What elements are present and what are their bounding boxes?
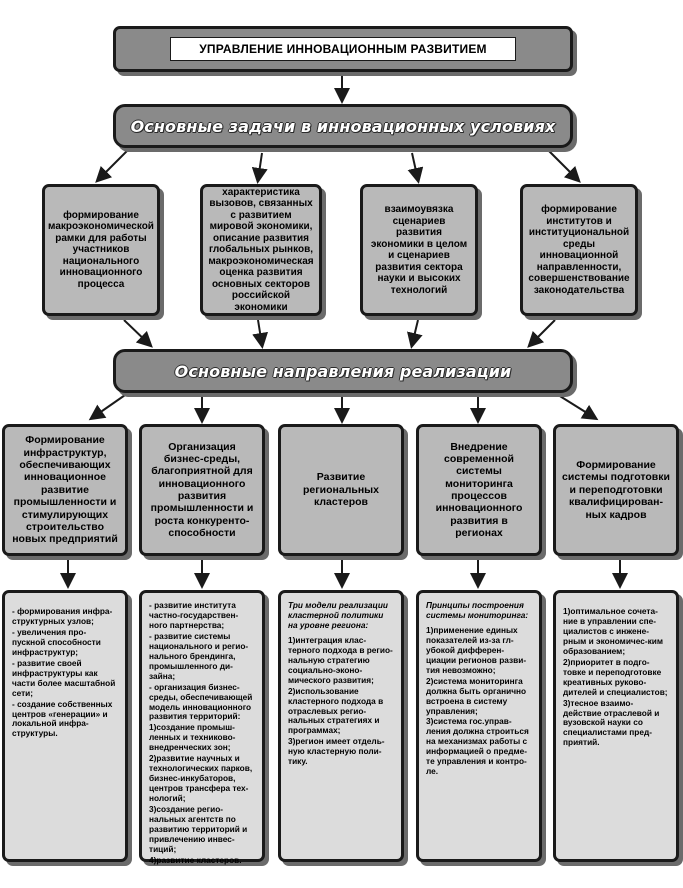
- detail-1-line: - развитие своей инфраструктуры как част…: [12, 657, 116, 698]
- detail-2-line: 3)создание регио-нальных агентств по раз…: [149, 804, 248, 854]
- task-box-3: взаимоувязка сценариев развития экономик…: [360, 184, 478, 316]
- detail-box-5: 1)оптимальное сочета-ние в управлении сп…: [553, 590, 679, 862]
- detail-3-line: 2)использование кластерного подхода в от…: [288, 685, 384, 736]
- detail-1-line: - формирования инфра-структурных узлов;: [12, 606, 113, 626]
- detail-2-line: 4)развитие кластеров.: [149, 854, 242, 865]
- direction-box-3: Развитие региональных кластеров: [278, 424, 404, 556]
- detail-2-line: 2)развитие научных и технологических пар…: [149, 753, 253, 804]
- arrow-banner-to-task-3: [407, 152, 424, 184]
- direction-box-5: Формирование системы подготовки и перепо…: [553, 424, 679, 556]
- task-box-1: формирование макроэкономической рамки дл…: [42, 184, 160, 316]
- task-text-3: взаимоувязка сценариев развития экономик…: [370, 204, 468, 296]
- task-box-2: характеристика вызовов, связанных с разв…: [200, 184, 322, 316]
- detail-2-line: - развитие системы национального и регио…: [149, 630, 249, 681]
- title-box: УПРАВЛЕНИЕ ИННОВАЦИОННЫМ РАЗВИТИЕМ: [113, 26, 573, 72]
- direction-box-2: Организация бизнес-среды, благоприятной …: [139, 424, 265, 556]
- directions-banner: Основные направления реализации: [113, 349, 573, 393]
- detail-3-heading: Три модели реализации кластерной политик…: [288, 600, 388, 630]
- page-title: УПРАВЛЕНИЕ ИННОВАЦИОННЫМ РАЗВИТИЕМ: [170, 37, 516, 61]
- task-text-1: формирование макроэкономической рамки дл…: [48, 209, 154, 290]
- detail-4-heading: Принципы построения системы мониторинга:: [426, 600, 529, 620]
- detail-3-line: 1)интеграция клас-терного подхода в реги…: [288, 634, 393, 685]
- detail-2-line: - организация бизнес-среды, обеспечивающ…: [149, 681, 253, 722]
- detail-box-1: - формирования инфра-структурных узлов; …: [2, 590, 128, 862]
- detail-5-line: 2)приоритет в подго-товке и переподготов…: [563, 656, 668, 697]
- arrow-banner-to-task-2: [251, 152, 268, 184]
- arrow-task-3-to-dir: [407, 319, 423, 349]
- detail-4-line: 2)система мониторинга должна быть органи…: [426, 675, 527, 716]
- detail-1-line: - создание собственных центров «генераци…: [12, 698, 113, 739]
- direction-text-5: Формирование системы подготовки и перепо…: [562, 459, 670, 521]
- detail-box-3: Три модели реализации кластерной политик…: [278, 590, 404, 862]
- arrow-banner-to-task-4: [547, 149, 581, 183]
- directions-banner-text: Основные направления реализации: [174, 361, 512, 381]
- detail-2-line: 1)создание промыш-ленных и техниково-вне…: [149, 722, 236, 753]
- tasks-banner: Основные задачи в инновационных условиях: [113, 104, 573, 148]
- arrow-dir-to-col-1: [88, 392, 129, 421]
- direction-text-4: Внедрение современной системы мониторинг…: [435, 440, 523, 540]
- arrow-task-4-to-dir: [527, 319, 556, 348]
- direction-box-1: Формирование инфраструктур, обеспечивающ…: [2, 424, 128, 556]
- detail-1-line: - увеличения про-пускной способности инф…: [12, 626, 101, 657]
- arrow-banner-to-task-1: [95, 149, 129, 183]
- tasks-banner-text: Основные задачи в инновационных условиях: [130, 116, 556, 136]
- task-box-4: формирование институтов и институциональ…: [520, 184, 638, 316]
- direction-text-3: Развитие региональных кластеров: [303, 471, 379, 509]
- detail-2-line: - развитие института частно-государствен…: [149, 600, 239, 630]
- direction-text-2: Организация бизнес-среды, благоприятной …: [150, 440, 254, 540]
- detail-5-line: 1)оптимальное сочета-ние в управлении сп…: [563, 606, 664, 656]
- task-text-2: характеристика вызовов, связанных с разв…: [208, 186, 314, 313]
- detail-box-4: Принципы построения системы мониторинга:…: [416, 590, 542, 862]
- detail-3-line: 3)регион имеет отдель-ную кластерную пол…: [288, 736, 385, 767]
- direction-box-4: Внедрение современной системы мониторинг…: [416, 424, 542, 556]
- arrow-dir-to-col-5: [554, 392, 599, 421]
- direction-text-1: Формирование инфраструктур, обеспечивающ…: [12, 434, 118, 546]
- detail-box-2: - развитие института частно-государствен…: [139, 590, 265, 865]
- detail-4-line: 3)система гос.управ-ления должна строить…: [426, 716, 529, 777]
- arrow-task-2-to-dir: [252, 319, 269, 349]
- task-text-4: формирование институтов и институциональ…: [528, 204, 630, 296]
- detail-4-line: 1)применение единых показателей из-за гл…: [426, 624, 527, 675]
- detail-5-line: 3)тесное взаимо-действие отраслевой и ву…: [563, 697, 660, 748]
- arrow-task-1-to-dir: [123, 319, 153, 348]
